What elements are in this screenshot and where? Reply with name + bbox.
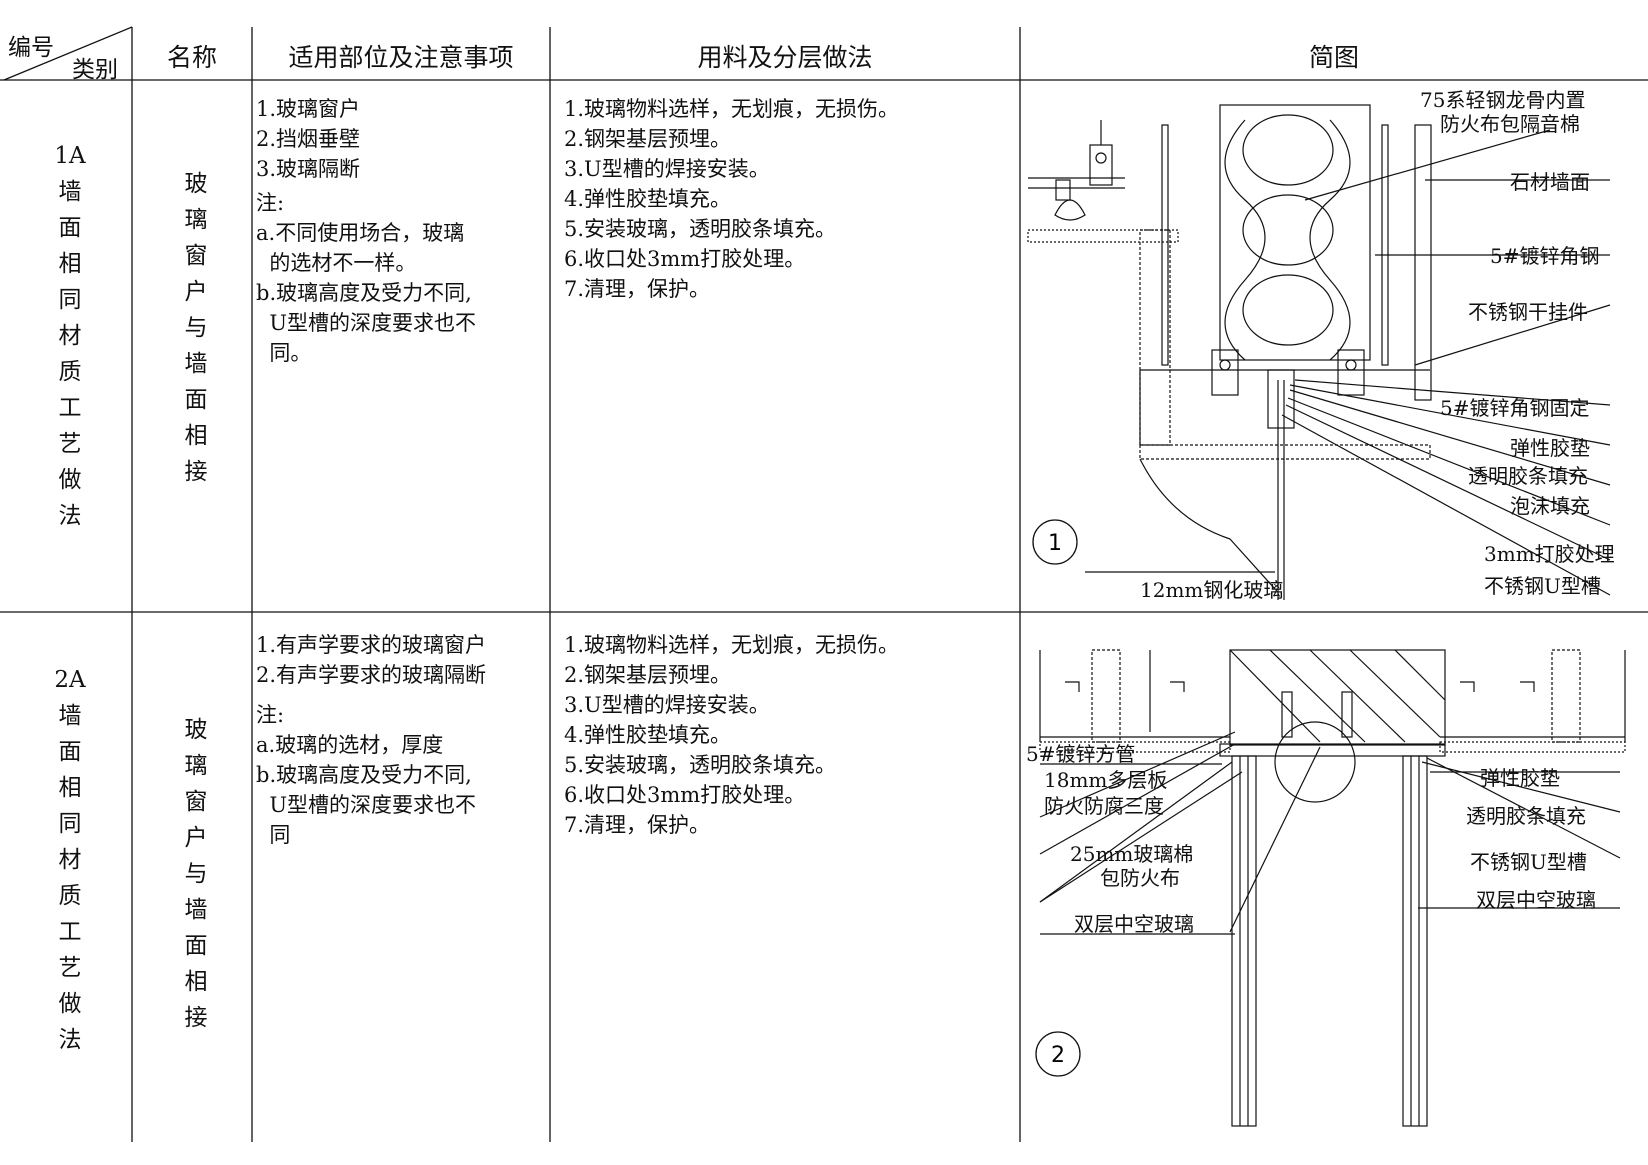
method-step: 5.安装玻璃，透明胶条填充。 (564, 753, 837, 777)
header-scope: 适用部位及注意事项 (288, 43, 514, 72)
method-step: 3.U型槽的焊接安装。 (564, 157, 770, 181)
row1-scope-list: 1.玻璃窗户 2.挡烟垂壁 3.玻璃隔断 注: a.不同使用场合，玻璃 的选材不… (256, 94, 548, 368)
row1-name: 玻 璃 窗 户 与 墙 面 相 接 (184, 171, 208, 485)
row2-method-list: 1.玻璃物料选样，无划痕，无损伤。 2.钢架基层预埋。 3.U型槽的焊接安装。 … (564, 630, 1014, 840)
label-insulated-glass-left: 双层中空玻璃 (1074, 912, 1194, 936)
scope-item: U型槽的深度要求也不 (256, 311, 477, 335)
scope-item: U型槽的深度要求也不 (256, 793, 477, 817)
label-fire-anticorrosion: 防火防腐三度 (1044, 794, 1164, 818)
label-25mm-glass-wool: 25mm玻璃棉 (1070, 842, 1194, 866)
method-step: 5.安装玻璃，透明胶条填充。 (564, 217, 837, 241)
label-stainless-hanger: 不锈钢干挂件 (1468, 300, 1588, 324)
label-clear-strip-fill: 透明胶条填充 (1468, 464, 1588, 488)
label-stainless-u-channel: 不锈钢U型槽 (1484, 574, 1601, 598)
label-fire-cloth-wrap: 包防火布 (1100, 866, 1180, 890)
row2-scope-list: 1.有声学要求的玻璃窗户 2.有声学要求的玻璃隔断 注: a.玻璃的选材，厚度 … (256, 630, 548, 850)
scope-item: a.玻璃的选材，厚度 (256, 733, 444, 757)
scope-item: a.不同使用场合，玻璃 (256, 221, 465, 245)
method-step: 1.玻璃物料选样，无划痕，无损伤。 (564, 633, 900, 657)
row2-name: 玻 璃 窗 户 与 墙 面 相 接 (184, 717, 208, 1031)
label-light-steel-keel: 75系轻钢龙骨内置 (1420, 88, 1586, 112)
label-fire-cloth-insulation: 防火布包隔音棉 (1440, 112, 1580, 136)
label-galvanized-square-tube: 5#镀锌方管 (1026, 742, 1136, 766)
scope-item: 的选材不一样。 (256, 251, 417, 275)
scope-item: b.玻璃高度及受力不同, (256, 281, 472, 305)
scope-item: 同。 (256, 341, 312, 365)
label-3mm-sealant: 3mm打胶处理 (1484, 542, 1615, 566)
label-18mm-plywood: 18mm多层板 (1044, 768, 1168, 792)
scope-note-heading: 注: (256, 191, 285, 215)
label-insulated-glass-right: 双层中空玻璃 (1476, 888, 1596, 912)
scope-item: b.玻璃高度及受力不同, (256, 763, 472, 787)
header-method: 用料及分层做法 (697, 43, 873, 72)
scope-item: 2.挡烟垂壁 (256, 127, 361, 151)
method-step: 7.清理，保护。 (564, 277, 711, 301)
detail-drawing-1: 1 (1027, 104, 1611, 600)
scope-item: 2.有声学要求的玻璃隔断 (256, 663, 487, 687)
detail-number-2: 2 (1051, 1043, 1065, 1068)
method-step: 4.弹性胶垫填充。 (564, 187, 732, 211)
label-tempered-glass: 12mm钢化玻璃 (1140, 578, 1284, 602)
label-angle-steel-fixing: 5#镀锌角钢固定 (1440, 396, 1590, 420)
method-step: 7.清理，保护。 (564, 813, 711, 837)
header-name: 名称 (166, 43, 217, 72)
corner-label-code: 编号 (8, 35, 54, 61)
label-elastic-gasket-2: 弹性胶垫 (1480, 766, 1560, 790)
detail-drawing-2: 2 (1035, 649, 1626, 1127)
scope-item: 同 (256, 823, 291, 847)
scope-item: 3.玻璃隔断 (256, 157, 361, 181)
method-step: 6.收口处3mm打胶处理。 (564, 247, 806, 271)
method-step: 6.收口处3mm打胶处理。 (564, 783, 806, 807)
label-elastic-gasket: 弹性胶垫 (1510, 436, 1590, 460)
scope-item: 1.玻璃窗户 (256, 97, 361, 121)
row2-code: 2A 墙 面 相 同 材 质 工 艺 做 法 (54, 667, 86, 1053)
method-step: 3.U型槽的焊接安装。 (564, 693, 770, 717)
method-step: 1.玻璃物料选样，无划痕，无损伤。 (564, 97, 900, 121)
label-foam-fill: 泡沫填充 (1510, 494, 1590, 518)
method-step: 2.钢架基层预埋。 (564, 663, 732, 687)
scope-note-heading: 注: (256, 703, 285, 727)
label-clear-strip-fill-2: 透明胶条填充 (1466, 804, 1586, 828)
label-stone-wall: 石材墙面 (1510, 170, 1590, 194)
header-diagram: 简图 (1308, 43, 1359, 72)
label-galvanized-angle-steel: 5#镀锌角钢 (1490, 244, 1600, 268)
row1-method-list: 1.玻璃物料选样，无划痕，无损伤。 2.钢架基层预埋。 3.U型槽的焊接安装。 … (564, 94, 1014, 304)
label-stainless-u-channel-2: 不锈钢U型槽 (1470, 850, 1587, 874)
corner-label-category: 类别 (72, 57, 118, 83)
detail-number-1: 1 (1048, 531, 1062, 556)
scope-item: 1.有声学要求的玻璃窗户 (256, 633, 487, 657)
method-step: 4.弹性胶垫填充。 (564, 723, 732, 747)
method-step: 2.钢架基层预埋。 (564, 127, 732, 151)
row1-code: 1A 墙 面 相 同 材 质 工 艺 做 法 (54, 143, 86, 529)
